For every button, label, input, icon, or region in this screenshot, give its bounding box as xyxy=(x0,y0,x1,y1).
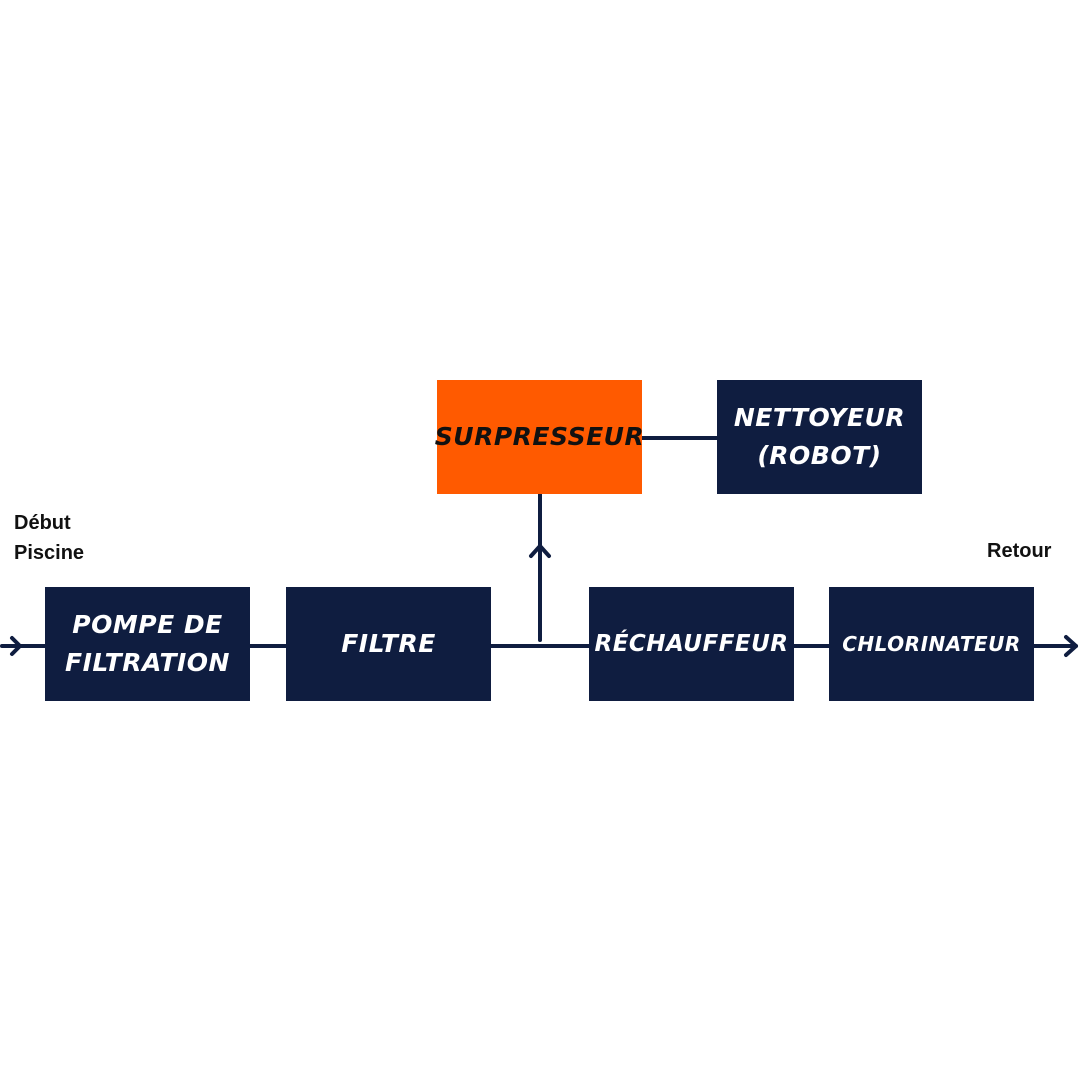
end-label: Retour xyxy=(987,540,1052,562)
box-surpresseur-label: SURPRESSEUR xyxy=(434,422,645,451)
box-rechauffeur-label: RÉCHAUFFEUR xyxy=(594,631,789,657)
box-surpresseur: SURPRESSEUR xyxy=(434,380,645,494)
box-pompe-de-filtration: POMPE DE FILTRATION xyxy=(45,587,250,701)
box-chlorinateur: CHLORINATEUR xyxy=(829,587,1034,701)
box-filtre-label: FILTRE xyxy=(341,629,436,658)
box-chlorinateur-label: CHLORINATEUR xyxy=(842,632,1021,656)
box-nettoyeur-label: NETTOYEUR (ROBOT) xyxy=(733,403,906,470)
box-rechauffeur: RÉCHAUFFEUR xyxy=(589,587,794,701)
branch-arrowhead xyxy=(529,544,551,558)
start-label: Début Piscine xyxy=(14,512,85,564)
outlet-arrowhead xyxy=(1064,635,1078,657)
box-nettoyeur-robot: NETTOYEUR (ROBOT) xyxy=(717,380,922,494)
box-filtre: FILTRE xyxy=(286,587,491,701)
inlet-arrowhead xyxy=(10,636,22,656)
box-pompe-label: POMPE DE FILTRATION xyxy=(65,610,230,677)
